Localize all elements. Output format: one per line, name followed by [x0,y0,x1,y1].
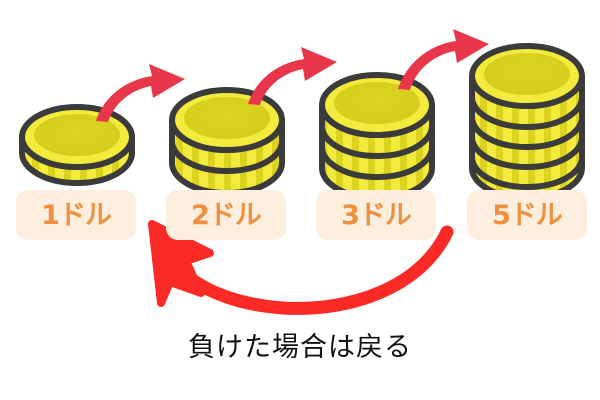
coin-stack-2 [169,87,285,196]
amount-chip-3-label: 3ドル [341,199,412,231]
arrow-1-to-2-icon [96,64,185,122]
caption-text: 負けた場合は戻る [188,332,412,363]
amount-chip-1-label: 1ドル [41,199,112,231]
caption-row: 負けた場合は戻る [0,325,600,364]
amount-chip-2: 2ドル [166,190,286,240]
amount-chip-4: 5ドル [467,190,587,240]
amount-chip-1: 1ドル [16,190,136,240]
amount-chip-3: 3ドル [316,190,436,240]
amount-chip-2-label: 2ドル [191,199,262,231]
amount-chip-4-label: 5ドル [492,199,563,231]
arrow-2-to-3-icon [248,47,337,105]
arrow-3-to-5-icon [398,29,489,90]
arrow-return-to-start-icon [148,220,454,315]
coin-stack-1 [19,104,135,186]
coin-stack-3 [319,72,435,201]
coin-stack-4 [469,43,585,201]
